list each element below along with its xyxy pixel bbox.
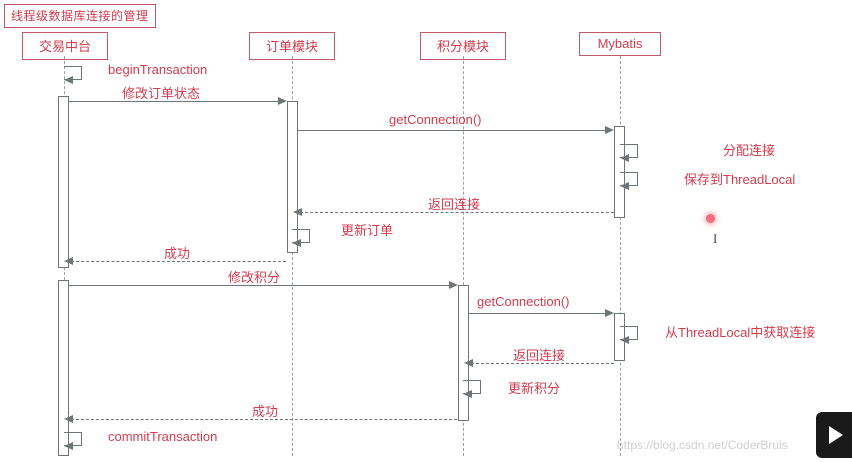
message-label-get-connection-1: getConnection() — [389, 112, 482, 127]
message-label-get-connection-2: getConnection() — [477, 294, 570, 309]
note-allocate-connection: 分配连接 — [723, 143, 776, 158]
activation-trade-2 — [58, 280, 69, 456]
watermark-text: https://blog.csdn.net/CoderBruis — [617, 438, 788, 452]
lifeline-mybatis — [620, 56, 621, 456]
cursor-highlight-dot — [706, 214, 715, 223]
participant-box-trade[interactable]: 交易中台 — [22, 32, 108, 60]
message-line-return-connection-2 — [471, 363, 614, 364]
note-save-threadlocal: 保存到ThreadLocal — [684, 172, 796, 187]
self-loop-save-threadlocal — [620, 172, 638, 186]
arrowhead-success-1 — [64, 257, 73, 265]
message-line-get-connection-2 — [469, 313, 612, 314]
arrowhead-get-connection-1 — [605, 126, 614, 134]
arrowhead-commit-transaction — [64, 442, 73, 450]
message-label-return-connection-2: 返回连接 — [513, 348, 566, 363]
participant-box-order[interactable]: 订单模块 — [249, 32, 335, 60]
message-label-update-score: 更新积分 — [508, 381, 561, 396]
message-line-return-connection-1 — [300, 212, 614, 213]
self-loop-allocate-connection — [620, 144, 638, 158]
message-label-modify-order-status: 修改订单状态 — [122, 86, 201, 101]
message-line-get-connection-1 — [298, 130, 612, 131]
participant-box-mybatis[interactable]: Mybatis — [579, 32, 661, 56]
activation-trade-1 — [58, 96, 69, 268]
arrowhead-success-2 — [64, 415, 73, 423]
self-loop-begin-transaction — [64, 66, 82, 80]
message-line-success-1 — [71, 261, 286, 262]
message-label-success-1: 成功 — [164, 246, 191, 261]
self-loop-get-from-threadlocal — [620, 326, 638, 340]
play-button[interactable] — [816, 412, 852, 458]
self-loop-update-order — [292, 229, 310, 243]
diagram-frame-title: 线程级数据库连接的管理 — [4, 4, 156, 28]
message-label-commit-transaction: commitTransaction — [108, 429, 218, 444]
arrowhead-modify-order-status — [278, 97, 287, 105]
arrowhead-get-from-threadlocal — [620, 336, 629, 344]
arrowhead-update-score — [463, 390, 472, 398]
lifeline-score — [463, 56, 464, 456]
message-line-modify-order-status — [69, 101, 285, 102]
message-label-begin-transaction: beginTransaction — [108, 62, 208, 77]
activation-order — [287, 101, 298, 253]
self-loop-commit-transaction — [64, 432, 82, 446]
message-label-success-2: 成功 — [252, 404, 279, 419]
self-loop-update-score — [463, 380, 481, 394]
message-label-return-connection-1: 返回连接 — [428, 197, 481, 212]
arrowhead-get-connection-2 — [605, 309, 614, 317]
play-icon — [829, 426, 843, 444]
arrowhead-update-order — [292, 239, 301, 247]
message-label-modify-score: 修改积分 — [228, 270, 281, 285]
text-cursor-icon: I — [713, 231, 718, 246]
arrowhead-begin-transaction — [64, 76, 73, 84]
arrowhead-modify-score — [449, 281, 458, 289]
note-get-from-threadlocal: 从ThreadLocal中获取连接 — [665, 325, 816, 340]
message-label-update-order: 更新订单 — [341, 223, 394, 238]
message-line-success-2 — [71, 419, 457, 420]
arrowhead-return-connection-2 — [464, 359, 473, 367]
lifeline-order — [292, 56, 293, 456]
arrowhead-save-threadlocal — [620, 182, 629, 190]
message-line-modify-score — [69, 285, 456, 286]
arrowhead-allocate-connection — [620, 154, 629, 162]
activation-score — [458, 285, 469, 421]
arrowhead-return-connection-1 — [293, 208, 302, 216]
